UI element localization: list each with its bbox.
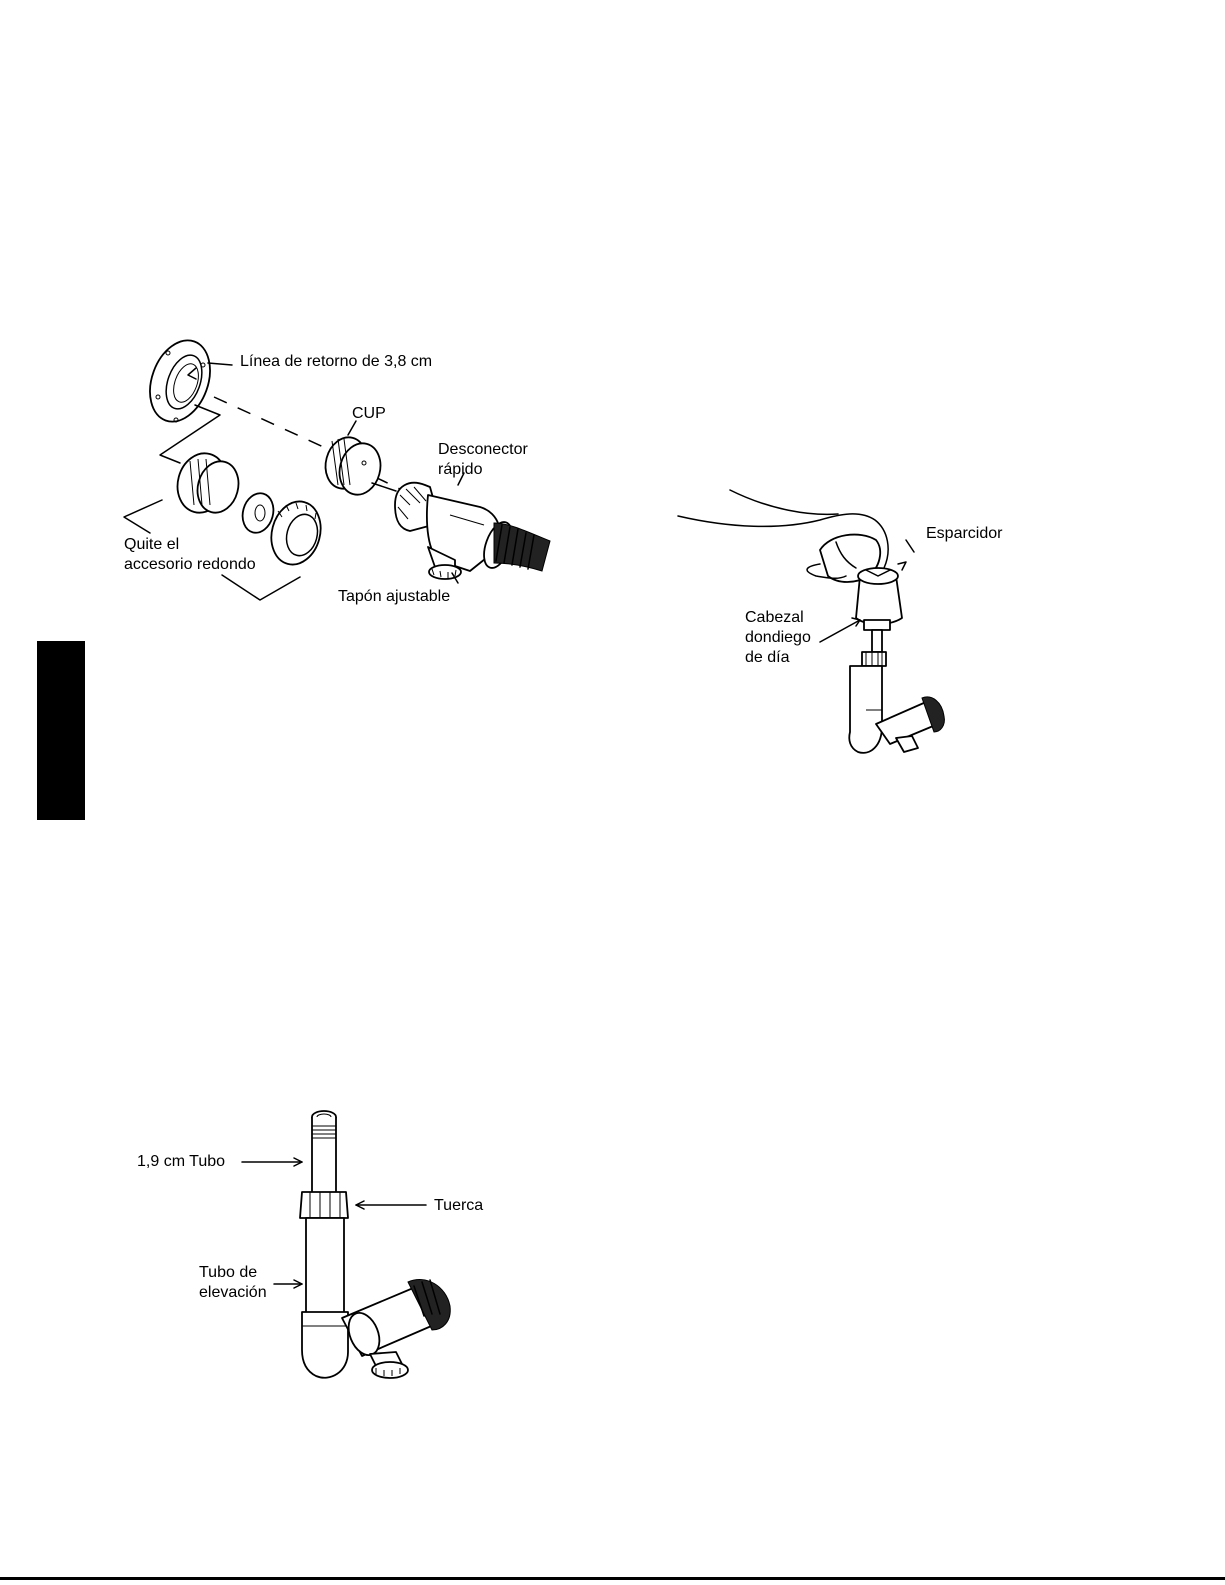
nut (300, 1192, 348, 1218)
label-return-line: Línea de retorno de 3,8 cm (240, 352, 432, 372)
label-pipe: 1,9 cm Tubo (137, 1152, 225, 1172)
label-cup: CUP (352, 404, 386, 424)
footer-rule (0, 1577, 1225, 1580)
label-nut: Tuerca (434, 1196, 483, 1216)
label-head: Cabezal dondiego de día (745, 608, 811, 668)
cup-fitting (320, 421, 386, 499)
hand-illustration (678, 490, 888, 582)
label-spreader: Esparcidor (926, 524, 1002, 544)
label-riser: Tubo de elevación (199, 1263, 267, 1303)
spreader-head (856, 568, 902, 652)
return-fitting-flange (139, 332, 232, 430)
quick-disconnect-fitting (395, 473, 550, 583)
pipe-19cm (312, 1111, 336, 1196)
label-adjustable-plug: Tapón ajustable (338, 587, 450, 607)
label-quick-disconnect: Desconector rápido (438, 440, 528, 480)
riser-tube-figure (150, 1100, 510, 1390)
label-remove-fitting: Quite el accesorio redondo (124, 535, 256, 575)
riser-assembly-small (849, 652, 944, 753)
riser-tube (302, 1218, 450, 1378)
section-tab (37, 641, 85, 820)
